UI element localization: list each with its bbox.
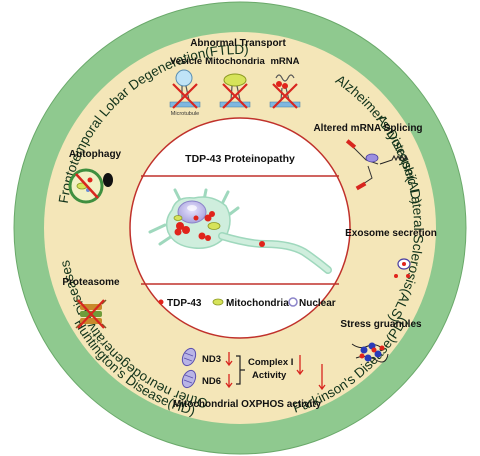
legend-nuclear-label: Nuclear (299, 298, 336, 309)
legend-nuclear-swatch (288, 297, 298, 307)
legend-tdp43-swatch (158, 299, 164, 305)
autophagy-icon (68, 168, 113, 204)
proteasome-icon (75, 299, 107, 329)
oxphos-label: Mitochondrial OXPHOS activity (173, 399, 322, 410)
stress-granules-label: Stress gruanules (340, 319, 422, 330)
nd3-mito-icon (181, 347, 197, 367)
center-circle (129, 117, 351, 339)
center-title: TDP-43 Proteinopathy (185, 153, 295, 165)
mitochondria-transport-icon (219, 73, 251, 109)
complex-bracket (236, 355, 245, 385)
legend-mito-swatch (212, 298, 224, 306)
mrna-transport-icon (269, 74, 301, 109)
vesicle-label: Vesicle (170, 56, 202, 67)
complex-down-arrow (296, 355, 304, 376)
nd3-label: ND3 (202, 354, 221, 365)
neuron (148, 188, 332, 274)
mitochondria-transport-label: Mitochondria (205, 56, 265, 67)
nd6-down-arrow (225, 374, 233, 389)
proteasome-label: Proteasome (62, 277, 120, 288)
nd6-mito-icon (181, 369, 197, 389)
abnormal-transport-title: Abnormal Transport (190, 38, 286, 49)
oxphos-down-arrow (318, 364, 326, 391)
stress-granules-icon (351, 342, 389, 363)
exosome-icon (394, 258, 411, 278)
exosome-label: Exosome secretion (345, 228, 437, 239)
complex-line2: Activity (252, 370, 287, 381)
mrna-transport-label: mRNA (270, 56, 299, 67)
nd6-label: ND6 (202, 376, 221, 387)
legend-tdp43-label: TDP-43 (167, 298, 202, 309)
microtubule-label: Microtubule (171, 111, 199, 117)
legend-mito-label: Mitochondria (226, 298, 289, 309)
autophagy-label: Autophagy (69, 149, 122, 160)
complex-line1: Complex I (248, 357, 293, 368)
vesicle-transport-icon: Microtubule (169, 69, 201, 117)
nd3-down-arrow (225, 352, 233, 367)
splicing-icon (345, 139, 409, 191)
altered-splicing-label: Altered mRNA Splicing (313, 123, 422, 134)
